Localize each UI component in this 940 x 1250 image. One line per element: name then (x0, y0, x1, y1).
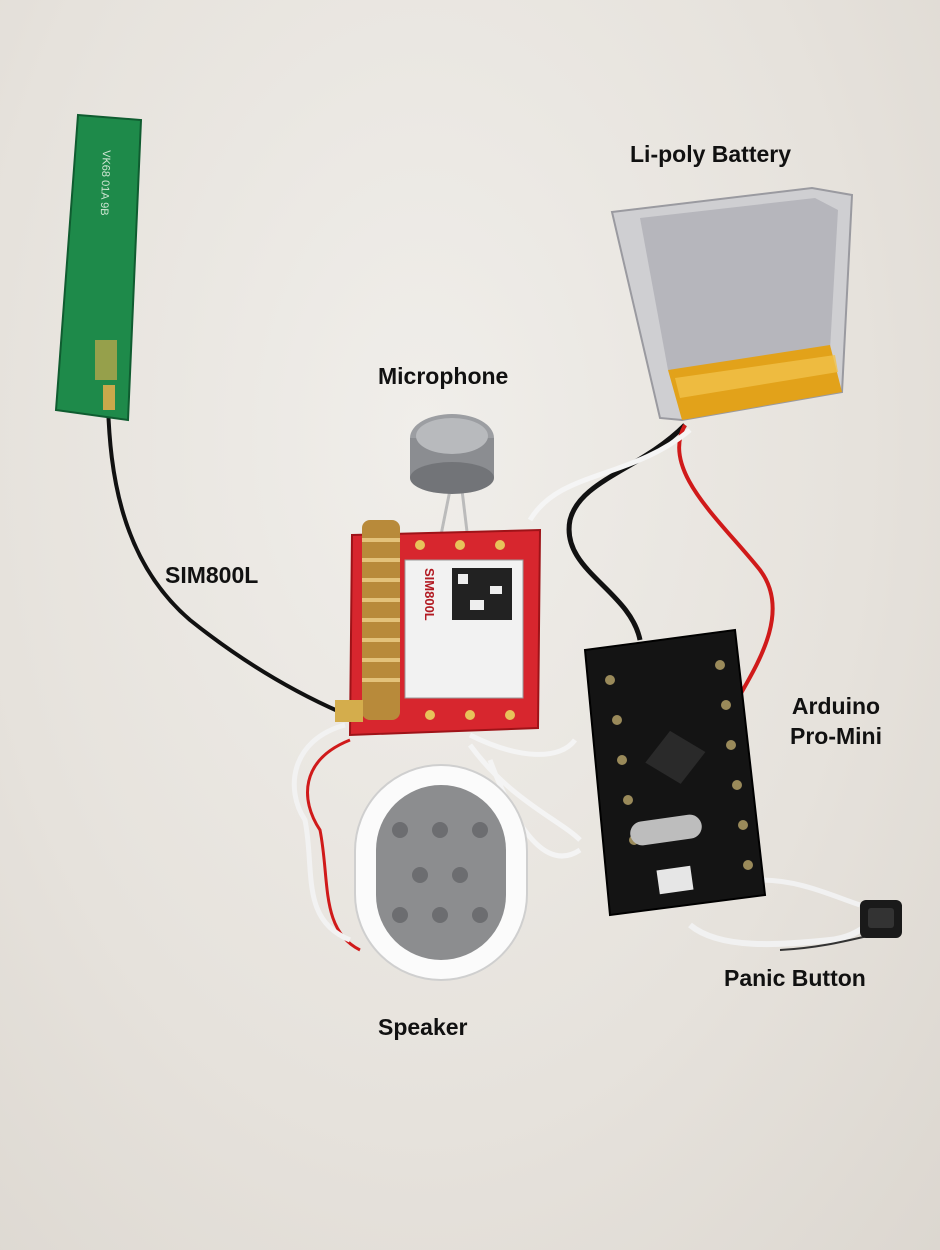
antenna-marking: VK68 01A 9B (98, 150, 112, 216)
panic-button (860, 900, 902, 938)
battery-red-wire (677, 424, 775, 696)
arduino-pro-mini (583, 628, 767, 917)
lipo-battery (610, 186, 854, 422)
antenna-cable (106, 404, 341, 714)
antenna-connector (335, 700, 363, 722)
panic-button-label: Panic Button (724, 965, 866, 991)
sim800l-board: SIM800L (335, 520, 542, 737)
button-white-wire-2 (759, 877, 861, 908)
sim-chip-marking: SIM800L (422, 568, 437, 621)
white-wire-bundle (467, 732, 582, 859)
speaker (354, 764, 528, 981)
sim800l-label: SIM800L (165, 562, 259, 588)
speaker-white-wire (291, 722, 351, 943)
microphone-label: Microphone (378, 363, 509, 389)
speaker-label: Speaker (378, 1014, 468, 1040)
battery-black-wire (566, 423, 687, 641)
microphone (410, 414, 494, 541)
arduino-label: Arduino Pro-Mini (780, 692, 892, 752)
wires (106, 404, 873, 952)
antenna-pcb: VK68 01A 9B (54, 113, 143, 422)
speaker-red-wire (306, 738, 361, 952)
arduino-label-line2: Pro-Mini (790, 722, 882, 749)
white-wire-battery (527, 428, 692, 522)
battery-label: Li-poly Battery (630, 141, 792, 167)
button-white-wire (688, 922, 870, 948)
arduino-label-line1: Arduino (791, 693, 881, 719)
